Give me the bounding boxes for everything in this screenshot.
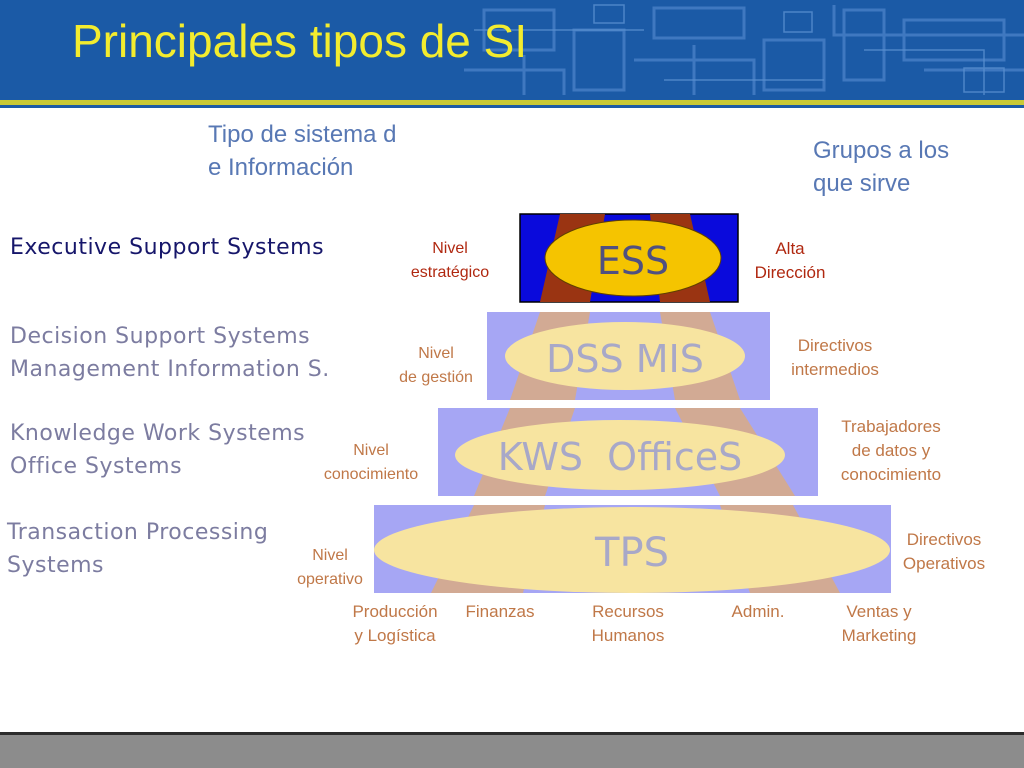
group-label-line: Alta — [775, 239, 805, 258]
department-label-line: Marketing — [841, 626, 917, 645]
level-label-line: de gestión — [399, 369, 473, 386]
group-label-tps: Directivos Operativos — [890, 528, 998, 576]
header-system-type-line: Tipo de sistema d — [208, 121, 397, 148]
tier-tps-ellipse-label: TPS — [594, 530, 669, 576]
level-label-line: Nivel — [312, 547, 348, 564]
system-name-dss: Decision Support Systems Management Info… — [10, 320, 330, 386]
header-system-type-line: e Información — [208, 154, 354, 181]
level-label-ess: Nivel estratégico — [398, 237, 502, 285]
tier-ess-ellipse-label: ESS — [597, 239, 669, 283]
level-label-kws: Nivel conocimiento — [308, 439, 434, 487]
level-label-line: Nivel — [353, 442, 389, 459]
level-label-dss: Nivel de gestión — [384, 342, 488, 390]
department-label-line: Humanos — [591, 626, 665, 645]
system-name-line: Management Information S. — [10, 357, 330, 382]
header-groups-line: Grupos a los — [813, 137, 950, 164]
slide-title: Principales tipos de SI — [72, 15, 528, 67]
tier-kws: KWS OfficeS — [438, 408, 818, 496]
tier-dss-ellipse — [505, 322, 745, 390]
group-label-line: Directivos — [797, 336, 873, 355]
group-label-line: Trabajadores — [841, 417, 941, 436]
system-name-line: Office Systems — [10, 454, 183, 479]
level-label-line: Nivel — [432, 240, 468, 257]
department-label-line: y Logística — [354, 626, 436, 645]
tier-dss: DSS MIS — [487, 312, 770, 400]
circuit-pattern-decoration — [464, 4, 1024, 95]
department-label-sales: Ventas y Marketing — [824, 600, 934, 648]
system-name-tps: Transaction Processing Systems — [7, 516, 268, 582]
system-name-line: Systems — [7, 553, 104, 578]
group-label-line: Directivos — [906, 530, 982, 549]
department-label-line: Finanzas — [465, 602, 535, 621]
department-label-finance: Finanzas — [452, 600, 548, 624]
department-label-line: Recursos — [592, 602, 664, 621]
header-divider — [0, 105, 1024, 108]
system-name-line: Knowledge Work Systems — [10, 421, 306, 446]
system-name-line: Decision Support Systems — [10, 324, 311, 349]
tier-ess: ESS — [519, 213, 739, 303]
department-label-line: Ventas y — [846, 602, 912, 621]
header-groups: Grupos a los que sirve — [813, 134, 949, 200]
system-name-ess: Executive Support Systems — [10, 231, 324, 264]
tier-kws-ellipse-label: KWS OfficeS — [498, 435, 742, 479]
system-name-line: Executive Support Systems — [10, 235, 325, 260]
group-label-line: de datos y — [851, 441, 931, 460]
tier-ess-ellipse — [544, 219, 722, 297]
level-label-tps: Nivel operativo — [280, 544, 380, 592]
department-label-hr: Recursos Humanos — [573, 600, 683, 648]
level-label-line: estratégico — [410, 264, 490, 281]
header-groups-line: que sirve — [813, 170, 911, 197]
group-label-line: conocimiento — [840, 465, 942, 484]
group-label-dss: Directivos intermedios — [775, 334, 895, 382]
system-name-kws: Knowledge Work Systems Office Systems — [10, 417, 305, 483]
tier-dss-ellipse-label: DSS MIS — [546, 337, 704, 381]
group-label-kws: Trabajadores de datos y conocimiento — [826, 415, 956, 487]
slide-header: Principales tipos de SI — [0, 0, 1024, 100]
level-label-line: Nivel — [418, 345, 454, 362]
department-label-line: Producción — [352, 602, 438, 621]
group-label-line: Operativos — [902, 554, 986, 573]
department-label-line: Admin. — [731, 602, 785, 621]
level-label-line: operativo — [297, 571, 363, 588]
group-label-ess: Alta Dirección — [740, 237, 840, 285]
tier-tps: TPS — [374, 505, 891, 593]
system-name-line: Transaction Processing — [7, 520, 269, 545]
department-label-admin: Admin. — [718, 600, 798, 624]
department-label-production: Producción y Logística — [340, 600, 450, 648]
header-system-type: Tipo de sistema d e Información — [208, 118, 397, 184]
group-label-line: intermedios — [791, 360, 879, 379]
tier-tps-ellipse — [374, 507, 890, 593]
tier-kws-ellipse — [455, 420, 785, 490]
group-label-line: Dirección — [754, 263, 826, 282]
slide-footer-bar — [0, 732, 1024, 768]
level-label-line: conocimiento — [323, 466, 419, 483]
header-accent-stripe — [0, 100, 1024, 105]
